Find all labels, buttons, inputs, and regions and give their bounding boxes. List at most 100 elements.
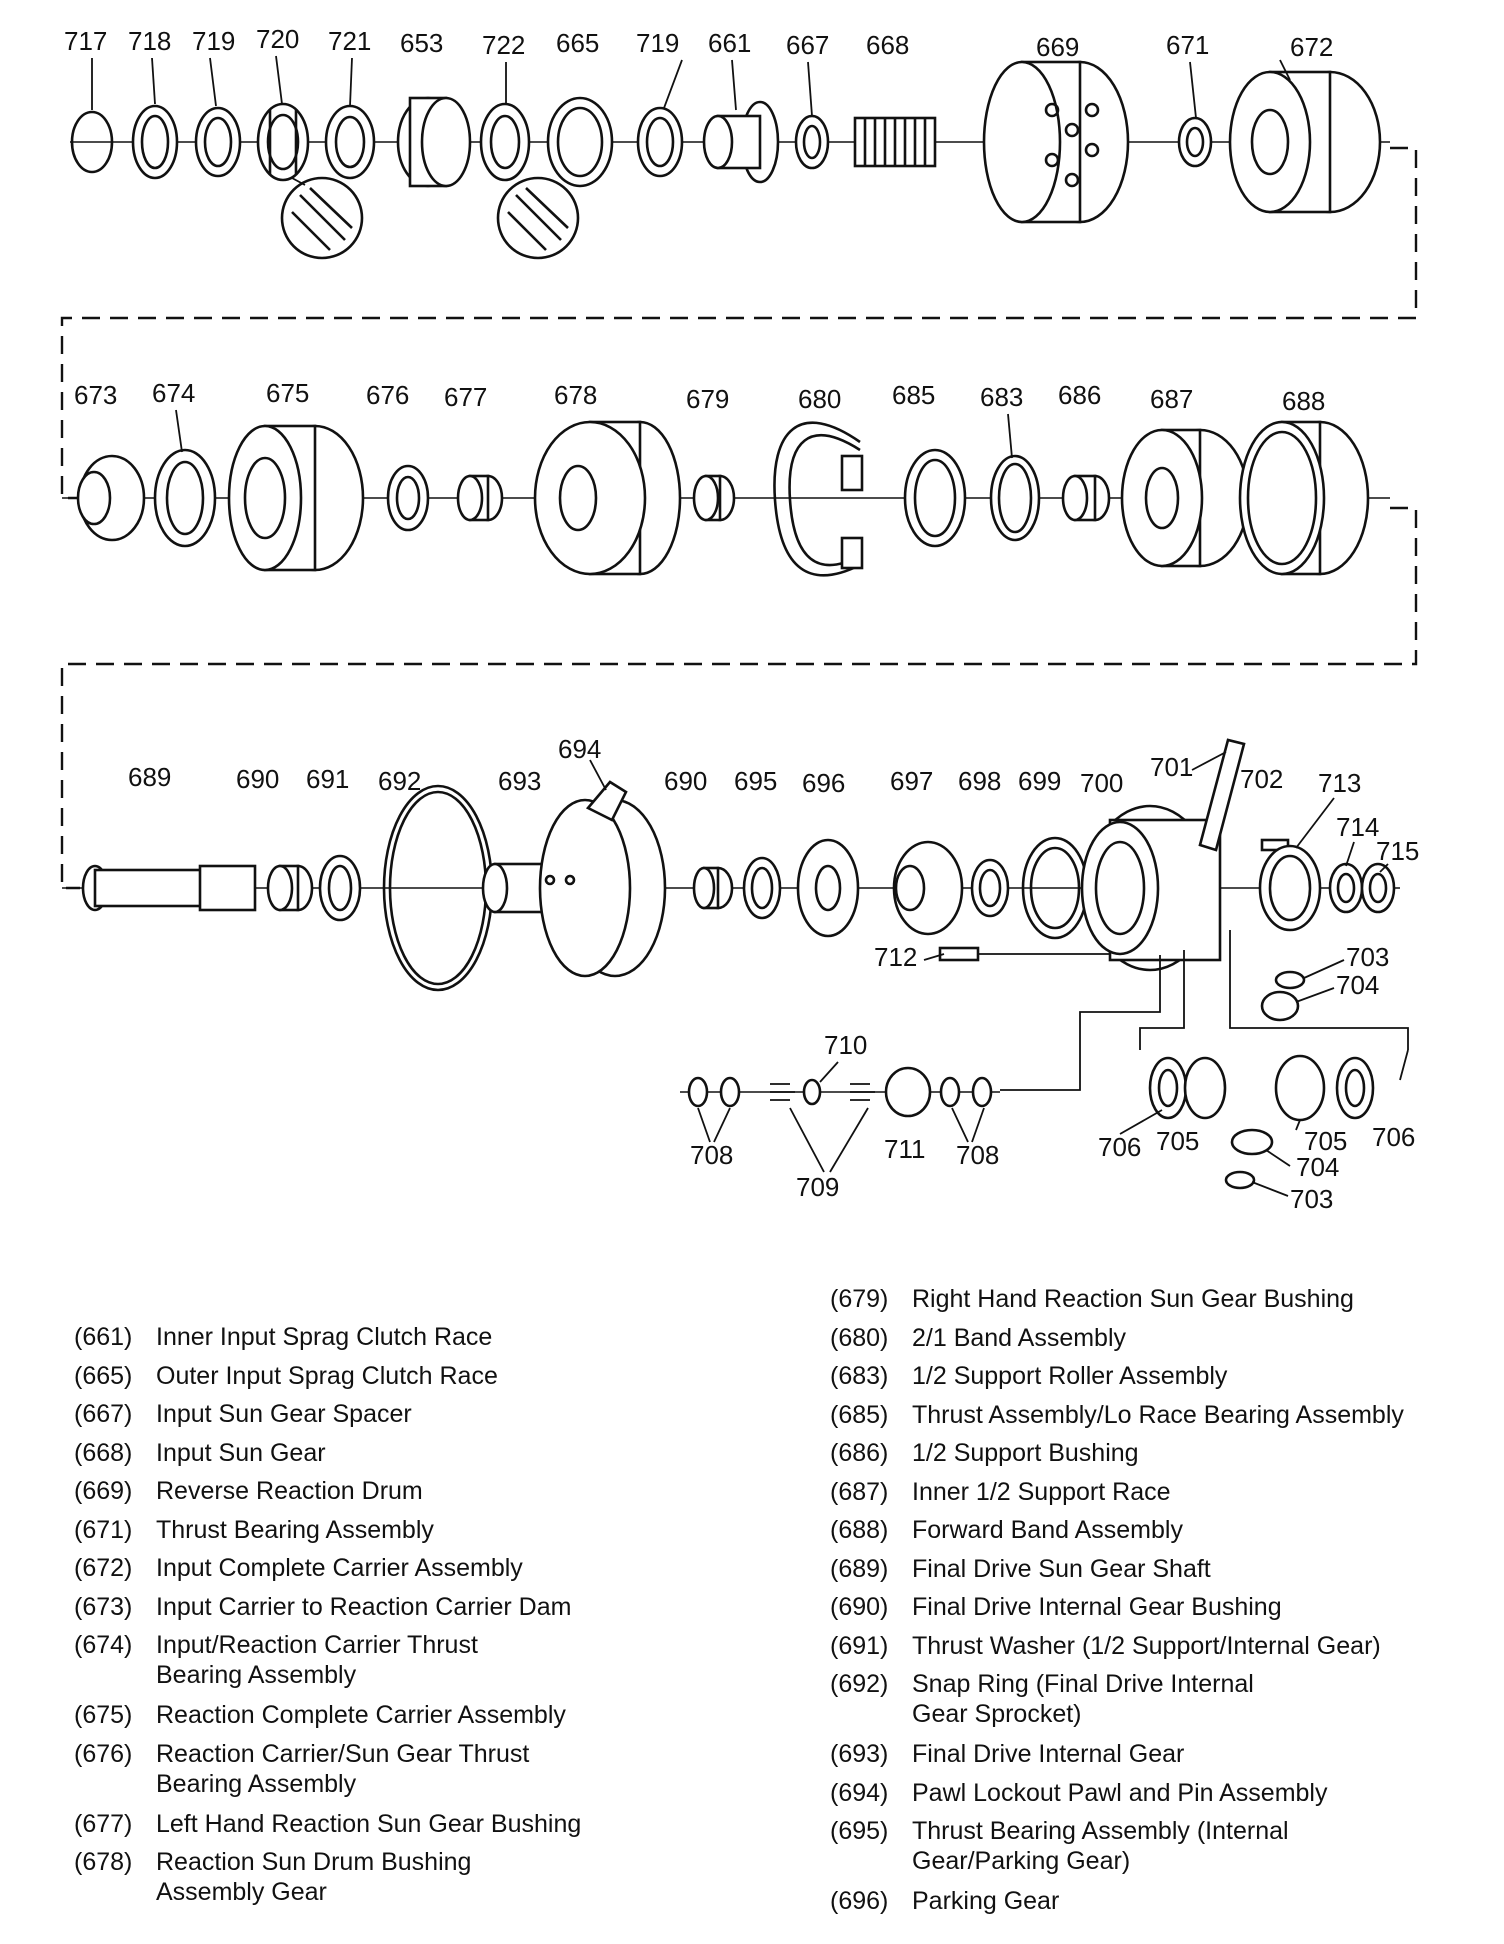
callout-710: 710 (824, 1030, 867, 1060)
legend-text: Input Sun Gear Spacer (156, 1400, 412, 1428)
callout-680: 680 (798, 384, 841, 414)
callout-675: 675 (266, 378, 309, 408)
legend-item: (686)1/2 Support Bushing (830, 1434, 1490, 1473)
callout-669: 669 (1036, 32, 1079, 62)
callout-692: 692 (378, 766, 421, 796)
legend-item: (678) Reaction Sun Drum Bushing Assembly … (74, 1843, 714, 1913)
legend-code: (668) (74, 1438, 133, 1467)
legend-text: Input Carrier to Reaction Carrier Dam (156, 1592, 572, 1621)
callout-703b: 703 (1290, 1184, 1333, 1214)
legend-code: (683) (830, 1362, 889, 1390)
callout-722: 722 (482, 30, 525, 60)
legend-text: Thrust Bearing Assembly (156, 1515, 434, 1544)
row-1-parts (70, 60, 1390, 260)
legend-text: Reaction Sun Drum Bushing Assembly Gear (156, 1848, 472, 1906)
legend-text: Reverse Reaction Drum (156, 1477, 423, 1505)
legend-code: (693) (830, 1740, 889, 1768)
callout-708: 708 (690, 1140, 733, 1170)
exploded-view-diagram: 717 718 719 720 721 653 722 665 719 661 … (60, 24, 1419, 1214)
callout-698: 698 (958, 766, 1001, 796)
callout-706: 706 (1098, 1132, 1141, 1162)
legend-code: (690) (830, 1593, 889, 1621)
callout-701: 701 (1150, 752, 1193, 782)
row-2-parts (62, 420, 1390, 577)
legend-item: (691)Thrust Washer (1/2 Support/Internal… (830, 1627, 1490, 1666)
legend-item: (687)Inner 1/2 Support Race (830, 1473, 1490, 1512)
legend-code: (679) (830, 1285, 889, 1313)
legend-code: (678) (74, 1848, 133, 1876)
row-3-parts (62, 738, 1400, 1022)
legend-code: (695) (830, 1817, 889, 1845)
callout-721: 721 (328, 26, 371, 56)
legend-item: (672)Input Complete Carrier Assembly (74, 1549, 714, 1588)
legend-item: (675)Reaction Complete Carrier Assembly (74, 1696, 714, 1735)
legend-item: (685)Thrust Assembly/Lo Race Bearing Ass… (830, 1396, 1490, 1435)
legend-item: (690)Final Drive Internal Gear Bushing (830, 1588, 1490, 1627)
legend-item: (676)Reaction Carrier/Sun Gear Thrust Be… (74, 1735, 714, 1805)
callout-687: 687 (1150, 384, 1193, 414)
legend-code: (675) (74, 1701, 133, 1729)
legend-code: (687) (830, 1477, 889, 1506)
callout-699: 699 (1018, 766, 1061, 796)
callout-702: 702 (1240, 764, 1283, 794)
row-3-labels: 689 690 691 692 693 694 690 695 696 697 … (128, 734, 1419, 1000)
legend-code: (672) (74, 1554, 133, 1582)
callout-719: 719 (192, 26, 235, 56)
callout-720: 720 (256, 24, 299, 54)
callout-715: 715 (1376, 836, 1419, 866)
legend-right-column: (679) Right Hand Reaction Sun Gear Bushin… (830, 1280, 1490, 1921)
legend-item: (665) Outer Input Sprag Clutch Race (74, 1357, 714, 1396)
legend-code: (665) (74, 1361, 133, 1390)
legend-item: (695) Thrust Bearing Assembly (Internal G… (830, 1812, 1490, 1882)
parts-legend: (661)Inner Input Sprag Clutch Race (665)… (0, 1270, 1504, 1944)
legend-code: (680) (830, 1323, 889, 1352)
legend-text: Input/Reaction Carrier Thrust Bearing As… (156, 1631, 478, 1689)
legend-item: (680) 2/1 Band Assembly (830, 1319, 1490, 1358)
legend-text: Outer Input Sprag Clutch Race (156, 1361, 498, 1390)
callout-700: 700 (1080, 768, 1123, 798)
callout-711: 711 (884, 1134, 925, 1164)
legend-item: (683)1/2 Support Roller Assembly (830, 1357, 1490, 1396)
legend-code: (686) (830, 1439, 889, 1467)
legend-text: Inner Input Sprag Clutch Race (156, 1323, 493, 1351)
legend-item: (679) Right Hand Reaction Sun Gear Bushin… (830, 1280, 1490, 1319)
legend-text: Snap Ring (Final Drive Internal Gear Spr… (912, 1670, 1254, 1728)
legend-item: (677)Left Hand Reaction Sun Gear Bushing (74, 1805, 714, 1844)
callout-665: 665 (556, 28, 599, 58)
legend-code: (667) (74, 1400, 133, 1428)
callout-688: 688 (1282, 386, 1325, 416)
sub-assembly-parts (680, 1054, 1375, 1190)
leader-lines (91, 55, 1389, 1197)
callout-677: 677 (444, 382, 487, 412)
callout-713: 713 (1318, 768, 1361, 798)
callout-712: 712 (874, 942, 917, 972)
legend-text: 2/1 Band Assembly (912, 1323, 1127, 1352)
callout-694: 694 (558, 734, 601, 764)
legend-text: Reaction Carrier/Sun Gear Thrust Bearing… (156, 1739, 530, 1798)
legend-left-column: (661)Inner Input Sprag Clutch Race (665)… (74, 1318, 714, 1913)
callout-690: 690 (236, 764, 279, 794)
callout-678: 678 (554, 380, 597, 410)
legend-text: Right Hand Reaction Sun Gear Bushing (912, 1285, 1354, 1313)
callout-693: 693 (498, 766, 541, 796)
legend-text: Pawl Lockout Pawl and Pin Assembly (912, 1778, 1328, 1807)
legend-item: (667) Input Sun Gear Spacer (74, 1395, 714, 1434)
legend-text: Thrust Bearing Assembly (Internal Gear/P… (912, 1817, 1289, 1875)
callout-719b: 719 (636, 28, 679, 58)
legend-text: Parking Gear (912, 1887, 1060, 1915)
callout-704: 704 (1336, 970, 1379, 1000)
callout-714: 714 (1336, 812, 1379, 842)
legend-code: (689) (830, 1554, 889, 1583)
callout-690b: 690 (664, 766, 707, 796)
callout-695: 695 (734, 766, 777, 796)
legend-code: (673) (74, 1592, 133, 1621)
callout-705: 705 (1156, 1126, 1199, 1156)
callout-661: 661 (708, 28, 751, 58)
legend-code: (691) (830, 1631, 889, 1660)
callout-708b: 708 (956, 1140, 999, 1170)
callout-686: 686 (1058, 380, 1101, 410)
callout-703: 703 (1346, 942, 1389, 972)
legend-item: (688)Forward Band Assembly (830, 1511, 1490, 1550)
callout-696: 696 (802, 768, 845, 798)
legend-item: (674)Input/Reaction Carrier Thrust Beari… (74, 1626, 714, 1696)
